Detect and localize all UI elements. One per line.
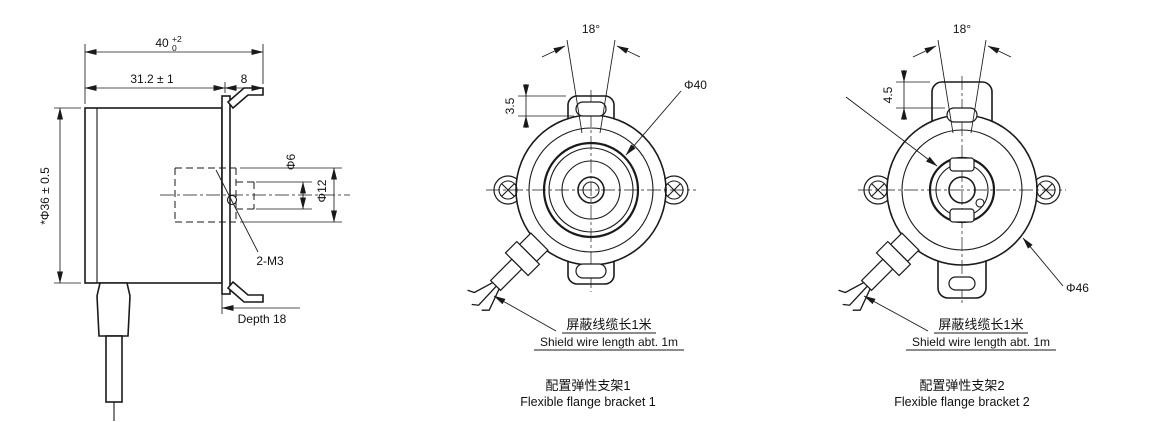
body-circle — [528, 127, 654, 253]
caption-en: Flexible flange bracket 1 — [520, 395, 656, 409]
angle-value: 18° — [582, 22, 600, 36]
cable-boot — [96, 282, 131, 337]
body-circle — [901, 129, 1023, 251]
hub-claw-top — [949, 157, 975, 172]
bracket-foot-bottom — [226, 280, 264, 303]
dim-total-width-value: 40 — [155, 36, 169, 50]
m3-screw-circle — [226, 194, 238, 206]
cable-note-leader — [493, 295, 557, 332]
shaft-circle — [948, 176, 976, 204]
dim-bracket-width-value: 8 — [241, 72, 248, 86]
bracket-foot-top — [226, 87, 264, 110]
hub-claw-bottom — [949, 208, 975, 223]
cable-assembly — [838, 232, 920, 311]
dim-hub-dia-value: Φ12 — [315, 179, 329, 202]
caption-cn: 配置弹性支架2 — [919, 378, 1004, 393]
cable-note-en: Shield wire length abt. 1m — [912, 335, 1050, 349]
caption-cn: 配置弹性支架1 — [545, 378, 630, 393]
screw-right-icon — [1036, 180, 1056, 200]
angle-line-left — [937, 39, 954, 134]
tab-top-slot — [575, 101, 607, 117]
wire-2 — [471, 285, 497, 306]
wire-1 — [481, 288, 500, 311]
angle-value: 18° — [953, 22, 971, 36]
tab-bottom-slot — [575, 263, 607, 279]
cable-note-leader — [863, 295, 929, 332]
dim-slot-value: 4.5 — [881, 86, 895, 103]
cable-note-cn: 屏蔽线缆长1米 — [938, 317, 1023, 332]
dim-total-width-tol-lower: 0 — [172, 43, 177, 53]
screw-left-icon — [868, 180, 888, 200]
screw-left-slot-2 — [501, 183, 515, 197]
wire-3 — [838, 281, 865, 294]
cable-note-cn: 屏蔽线缆长1米 — [566, 317, 651, 332]
side-view: 2-M3 40 +2 0 31.2 ± 1 8 *Φ36 ± 0.5 Φ6 Φ1… — [38, 34, 350, 421]
cable-sheath — [860, 258, 894, 292]
shaft-bore-circle — [582, 181, 600, 199]
cable-sheath — [489, 258, 523, 292]
screw-right-icon — [664, 180, 684, 200]
angle-line-right — [970, 39, 987, 134]
boss-circle — [561, 160, 621, 220]
dim-depth-value: Depth 18 — [238, 312, 287, 326]
wire-1 — [852, 288, 871, 311]
dim-shaft-dia-value: Φ6 — [284, 154, 298, 171]
dim-body-width-value: 31.2 ± 1 — [130, 72, 174, 86]
wire-3 — [467, 281, 494, 294]
hub-pin-circle — [975, 198, 985, 208]
front-view-bracket2: 18° 4.5 Φ46 屏蔽线缆长1米 Shield wire length a… — [838, 22, 1089, 409]
dim-body-dia-value: *Φ36 ± 0.5 — [38, 167, 52, 225]
angle-arrow-right — [987, 45, 1012, 58]
tab-top-slot — [946, 107, 978, 123]
dia-leader-line — [625, 90, 682, 156]
screw-right-slot-2 — [1039, 183, 1053, 197]
inner-circle-1 — [548, 147, 634, 233]
dia-leader-line — [1022, 237, 1064, 287]
angle-line-right — [599, 39, 616, 134]
angle-arrow-left — [541, 45, 566, 58]
caption-en: Flexible flange bracket 2 — [894, 395, 1030, 409]
wire-2 — [842, 285, 868, 306]
dim-total-width-tol-upper: +2 — [172, 34, 182, 44]
screw-left-slot-2 — [871, 183, 885, 197]
screw-right-slot-2 — [667, 183, 681, 197]
dim-slot-value: 3.5 — [503, 97, 517, 114]
encoder-body-outline — [84, 107, 223, 284]
dia-value: Φ40 — [684, 78, 707, 92]
angle-line-left — [566, 39, 583, 134]
screw-left-icon — [498, 180, 518, 200]
angle-arrow-right — [616, 45, 641, 58]
cable-body — [105, 335, 123, 403]
cable-note-en: Shield wire length abt. 1m — [540, 335, 678, 349]
angle-arrow-left — [912, 45, 937, 58]
tab-bottom-slot — [948, 276, 976, 291]
cable-assembly — [467, 232, 549, 311]
pilot-circle-phi40 — [542, 141, 640, 239]
front-view-bracket1: 18° 3.5 Φ40 屏蔽线缆长1米 Shield wire length a… — [467, 22, 707, 409]
dia-value: Φ46 — [1066, 281, 1089, 295]
shaft-circle — [577, 176, 605, 204]
hub-pointer-line — [845, 96, 938, 167]
m3-screw-label: 2-M3 — [256, 254, 284, 268]
m3-leader-line — [215, 169, 259, 253]
